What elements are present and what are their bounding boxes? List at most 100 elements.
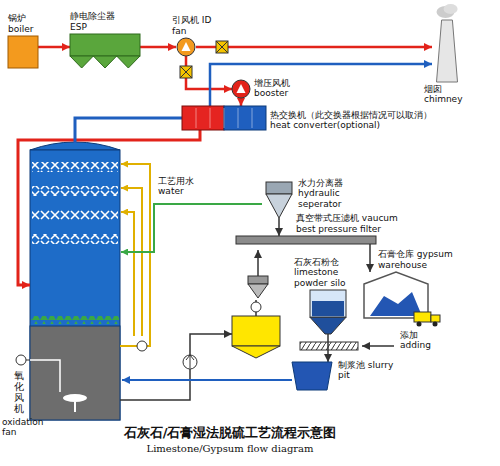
buffer-tank [232, 316, 280, 346]
equipment-label: 氧化风机 [14, 370, 24, 414]
equipment-label: 制浆池 slurry pit [338, 360, 396, 381]
limestone-silo: 石灰石粉仓 limestone powder silo [310, 290, 346, 334]
equipment-label: 热交换机（此交换器根据情况可以取消） heat converter(option… [270, 110, 440, 131]
tower-cap [30, 142, 120, 150]
adding-truck-outline [414, 312, 440, 326]
circulation-pump [137, 341, 147, 351]
damper-symbol [180, 66, 192, 78]
hydraulic-separator-shape [266, 182, 292, 218]
equipment-label: 静电除尘器 ESP [70, 11, 132, 32]
limestone-silo-shape [310, 290, 346, 334]
oxidation-grid [31, 316, 119, 324]
cyclone-top [248, 276, 268, 284]
heat-converter: 热交换机（此交换器根据情况可以取消） heat converter(option… [182, 106, 266, 130]
damper-symbol [216, 41, 228, 53]
hydraulic-separator-outline [266, 182, 292, 218]
slurry-pit-shape [292, 362, 332, 390]
esp-box-outline [70, 34, 140, 68]
id-fan-outline [176, 38, 196, 56]
boiler-box: 锅炉 boiler [8, 36, 38, 68]
belt-filter-outline [236, 236, 376, 244]
diagram-caption: Limestone/Gypsum flow diagram [80, 443, 380, 454]
equipment-label: 石膏仓库 gypsum warehouse [378, 249, 462, 270]
agitator [63, 394, 87, 402]
agitator-shaft [74, 402, 76, 412]
diagram-title: 石灰石/石膏湿法脱硫工艺流程示意图 [80, 424, 380, 442]
equipment-label: 水力分离器 hydraulic seperator [298, 178, 362, 209]
equipment-label: 引风机 ID fan [172, 15, 212, 36]
water-pipe [121, 204, 262, 252]
chimney-shape [437, 4, 458, 82]
circulation-pipe [121, 212, 134, 336]
heat-converter-shape [182, 106, 266, 130]
equipment-label: oxidation fan [2, 417, 54, 438]
screw-conveyor [300, 342, 358, 350]
boiler-box-shape [8, 36, 38, 68]
slurry-pit-outline [292, 362, 332, 390]
chimney: 烟囱 chimney [432, 4, 462, 82]
spray-level [32, 162, 118, 172]
equipment-label: 真空带式压滤机 vaucum best pressure filter [296, 213, 418, 234]
limestone-silo-outline [310, 290, 346, 334]
adding-truck: 添加 adding [414, 312, 440, 326]
bleed-pump [183, 355, 197, 369]
esp-box: 静电除尘器 ESP [70, 34, 140, 68]
bleed-pipe [120, 334, 232, 400]
absorber-tower [30, 150, 120, 420]
feed-line [257, 250, 259, 276]
clean-gas-duct [75, 118, 182, 143]
flow-connector [38, 46, 70, 49]
booster-fan-shape [232, 80, 250, 98]
air-pipe [30, 360, 60, 392]
flow-connector [140, 46, 176, 49]
belt-filter-shape [236, 236, 376, 244]
slurry-sump [30, 326, 120, 420]
oxidation-fan-outline [14, 354, 28, 366]
booster-fan-outline [232, 80, 250, 98]
slurry-return [122, 379, 292, 381]
equipment-label: 石灰石粉仓 limestone powder silo [294, 257, 356, 288]
gypsum-warehouse-outline [364, 272, 428, 318]
gypsum-warehouse: 石膏仓库 gypsum warehouse [364, 272, 428, 318]
feed-pump [251, 302, 261, 312]
spray-level [32, 186, 118, 196]
flow-connector [327, 334, 329, 362]
cyclone-cone [248, 284, 268, 298]
equipment-label: 添加 adding [400, 330, 436, 351]
raw-gas-duct [18, 130, 200, 285]
heat-converter-outline [182, 106, 266, 130]
hydraulic-separator: 水力分离器 hydraulic seperator [266, 182, 292, 218]
adding-arrow [362, 345, 394, 347]
flow-connector [240, 98, 243, 106]
booster-fan: 增压风机 booster [232, 80, 250, 98]
slurry-pit: 制浆池 slurry pit [292, 362, 332, 390]
equipment-label: 锅炉 boiler [8, 13, 44, 34]
pipe-label: 工艺用水 water [158, 176, 206, 197]
circulation-pipe [121, 164, 150, 336]
id-fan: 引风机 ID fan [176, 38, 196, 56]
flow-connector [196, 46, 432, 49]
equipment-label: 增压风机 booster [254, 78, 300, 99]
oxidation-fan-shape [16, 355, 30, 365]
spray-level [32, 234, 118, 244]
id-fan-shape [177, 38, 195, 56]
spray-level [32, 210, 118, 220]
equipment-label: 烟囱 chimney [424, 84, 470, 105]
oxidation-fan: 氧化风机oxidation fan [14, 354, 28, 366]
flow-connector [278, 218, 280, 236]
pump-arrow [186, 355, 194, 368]
esp-box-shape [70, 34, 140, 68]
tank-bottom [232, 346, 280, 358]
circulation-pipe [121, 188, 142, 336]
flow-connector [210, 64, 432, 106]
adding-truck-shape [414, 312, 440, 327]
flow-connector [369, 244, 371, 272]
belt-filter: 真空带式压滤机 vaucum best pressure filter [236, 236, 376, 244]
boiler-box-outline [8, 36, 38, 68]
chimney-outline [432, 4, 462, 82]
